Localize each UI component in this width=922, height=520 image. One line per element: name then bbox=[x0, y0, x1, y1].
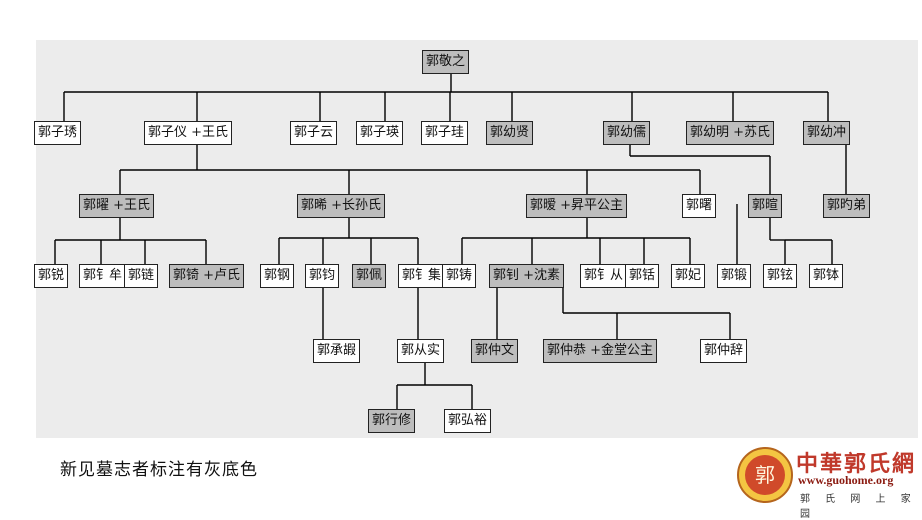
node-guo-zhongwen: 郭仲文 bbox=[471, 339, 519, 363]
node-guo-youchong: 郭幼冲 bbox=[803, 121, 851, 145]
node-guo-ce: 郭钅牟 bbox=[79, 264, 127, 288]
node-guo-yao: 郭曜 +王氏 bbox=[79, 194, 155, 218]
svg-text:郭: 郭 bbox=[755, 463, 775, 487]
node-guo-cong: 郭钅从 bbox=[580, 264, 628, 288]
node-guo-didi: 郭旳弟 bbox=[823, 194, 871, 218]
node-guo-gang: 郭钢 bbox=[260, 264, 295, 288]
node-guo-rui: 郭锐 bbox=[34, 264, 69, 288]
logo-url[interactable]: www.guohome.org bbox=[798, 473, 894, 487]
node-guo-zhao: 郭钊 +沈素 bbox=[489, 264, 565, 288]
node-guo-qi: 郭锜 +卢氏 bbox=[169, 264, 245, 288]
seal-icon: 郭 bbox=[737, 447, 793, 503]
node-guo-xuan-2: 郭铉 bbox=[763, 264, 798, 288]
node-guo-xingxiu: 郭行修 bbox=[368, 409, 416, 433]
node-guo-jingzhi: 郭敬之 bbox=[422, 50, 470, 74]
site-logo[interactable]: 郭 中華郭氏網 www.guohome.org 郭 氏 网 上 家 园 bbox=[730, 440, 918, 520]
node-guo-duan: 郭锻 bbox=[717, 264, 752, 288]
logo-subtitle: 郭 氏 网 上 家 园 bbox=[800, 494, 917, 520]
node-guo-zhu: 郭铸 bbox=[442, 264, 477, 288]
node-guo-zhongci: 郭仲辞 bbox=[700, 339, 748, 363]
node-guo-youming: 郭幼明 +苏氏 bbox=[686, 121, 775, 145]
node-guo-ziyi: 郭子仪 +王氏 bbox=[144, 121, 233, 145]
node-guo-ziying: 郭子瑛 bbox=[356, 121, 404, 145]
node-guo-zigui: 郭子珪 bbox=[421, 121, 469, 145]
logo-title: 中華郭氏網 bbox=[796, 451, 917, 477]
node-guo-lian: 郭链 bbox=[124, 264, 159, 288]
node-guo-jun: 郭钧 bbox=[305, 264, 340, 288]
node-guo-hongyu: 郭弘裕 bbox=[444, 409, 492, 433]
node-guo-shu: 郭曙 bbox=[682, 194, 717, 218]
node-guo-ti: 郭钵 bbox=[809, 264, 844, 288]
node-guo-pei: 郭佩 bbox=[352, 264, 387, 288]
node-guo-xuan: 郭暄 bbox=[748, 194, 783, 218]
node-guo-zhonggong: 郭仲恭 +金堂公主 bbox=[543, 339, 658, 363]
node-guo-zixiu: 郭子琇 bbox=[34, 121, 82, 145]
node-guo-youru: 郭幼儒 bbox=[603, 121, 651, 145]
node-guo-youxian: 郭幼贤 bbox=[486, 121, 534, 145]
node-guo-ji: 郭钅集 bbox=[398, 264, 446, 288]
family-tree-panel bbox=[36, 40, 918, 438]
node-guo-ai: 郭暧 +昇平公主 bbox=[526, 194, 628, 218]
node-guo-xi: 郭晞 +长孙氏 bbox=[297, 194, 386, 218]
node-guo-gua: 郭铦 bbox=[625, 264, 660, 288]
node-guo-ziyun: 郭子云 bbox=[290, 121, 338, 145]
node-guo-chengxia: 郭承嘏 bbox=[313, 339, 361, 363]
node-guo-fei: 郭妃 bbox=[671, 264, 706, 288]
legend-caption: 新见墓志者标注有灰底色 bbox=[60, 460, 258, 480]
node-guo-congshi: 郭从实 bbox=[397, 339, 445, 363]
